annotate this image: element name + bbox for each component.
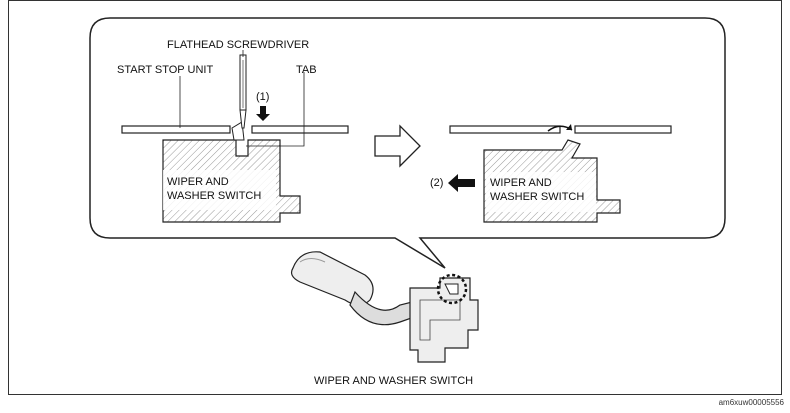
label-tab: TAB (296, 64, 317, 76)
detail-circle (436, 273, 468, 305)
label-switch-right-1: WIPER AND (490, 177, 552, 189)
flathead-screwdriver (239, 54, 247, 129)
label-flathead-screwdriver: FLATHEAD SCREWDRIVER (167, 39, 310, 51)
label-switch-left-2: WASHER SWITCH (167, 190, 262, 202)
label-switch-left-1: WIPER AND (167, 176, 229, 188)
transition-arrow-icon (374, 124, 421, 168)
wiper-switch-assembly (290, 251, 479, 363)
right-panel (448, 124, 672, 223)
caption: WIPER AND WASHER SWITCH (314, 375, 474, 387)
label-bg-left (163, 170, 276, 210)
push-arrow-icon (256, 106, 270, 121)
label-step-1: (1) (256, 91, 270, 103)
pull-arrow-icon (448, 174, 475, 192)
left-panel (121, 50, 349, 223)
figure-code: am6xuw00005556 (718, 398, 784, 407)
label-step-2: (2) (430, 177, 444, 189)
start-stop-unit-plate-right (251, 125, 349, 134)
label-bg-right (486, 172, 596, 212)
figure-frame (8, 0, 782, 395)
tab-shape (231, 121, 245, 141)
label-start-stop-unit: START STOP UNIT (117, 64, 214, 76)
start-stop-unit-plate-left (121, 125, 231, 134)
wiper-lever (290, 251, 374, 306)
start-stop-unit-plate-right-b (574, 125, 672, 134)
leader-tab (246, 72, 305, 147)
label-switch-right-2: WASHER SWITCH (490, 191, 585, 203)
start-stop-unit-plate-right-a (449, 125, 561, 134)
